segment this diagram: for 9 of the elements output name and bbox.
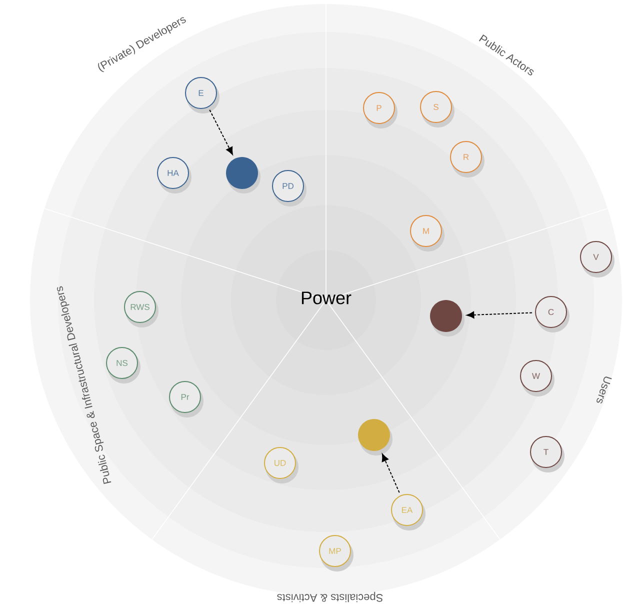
- sector-title: Specialists & Activists: [277, 592, 383, 602]
- dashed-arrow: [382, 454, 400, 494]
- filled-circle: [358, 419, 392, 456]
- dashed-arrow: [466, 311, 533, 318]
- center-label: Power: [302, 292, 352, 304]
- filled-circle: [226, 157, 260, 194]
- sector-title: Users: [596, 376, 612, 404]
- dashed-arrow: [209, 109, 233, 155]
- filled-circle: [430, 300, 464, 336]
